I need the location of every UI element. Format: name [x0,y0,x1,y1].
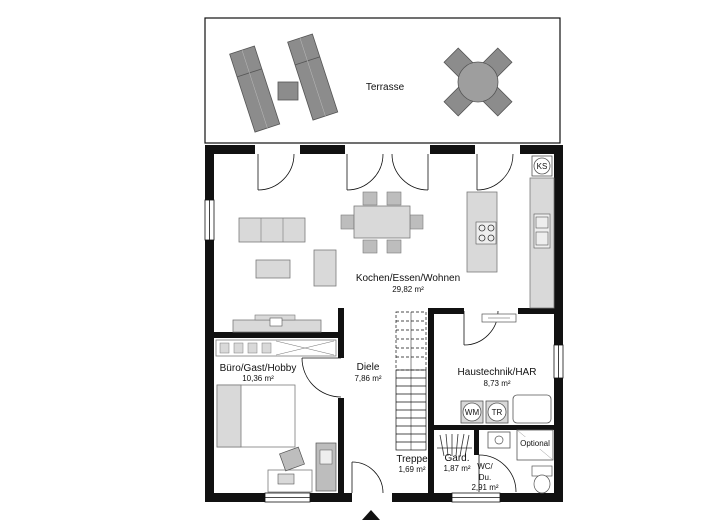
tr-label: TR [492,408,503,417]
desk-with-chair [267,446,313,493]
optional-shower: Optional [516,429,554,461]
wardrobe-area: 1,87 m² [443,464,470,473]
entrance-arrow-icon [362,510,380,520]
stairs-area: 1,69 m² [398,465,425,474]
ks-label: KS [537,162,548,171]
office-area: 10,36 m² [242,374,274,383]
coffee-table [255,259,291,279]
office-shelf [215,339,337,357]
office-name: Büro/Gast/Hobby [220,363,297,374]
hall-name: Diele [357,362,380,373]
sun-lounger-right [287,33,339,121]
sideboard [232,314,322,333]
side-table [277,81,299,101]
dryer-tr: TR [485,400,509,424]
round-table-with-chairs [443,47,513,117]
sun-lounger-left [229,45,281,133]
washing-machine-wm: WM [460,400,484,424]
wm-label: WM [465,408,480,417]
sofa [238,217,306,243]
fridge-ks: KS [531,155,553,177]
wardrobe-rail [437,433,472,457]
interior-walls [214,308,563,493]
wc-sink [487,431,511,449]
wc-name: WC/ [477,462,493,471]
wc-name2: Du. [479,473,491,482]
water-tank [512,394,552,424]
bed [216,384,296,448]
wardrobe-name: Gard. [444,453,469,464]
outer-walls [205,145,563,502]
technic-name: Haustechnik/HAR [458,367,537,378]
optional-label: Optional [520,439,550,448]
technic-area: 8,73 m² [483,379,510,388]
kitchen-island-with-hob [466,191,498,273]
armchair [313,249,337,287]
living-area: 29,82 m² [392,285,424,294]
toilet [531,465,553,494]
windows [204,199,564,503]
terrace-label: Terrasse [366,82,405,93]
hall-area: 7,86 m² [354,374,381,383]
staircase [395,311,427,451]
living-name: Kochen/Essen/Wohnen [356,273,460,284]
stairs-name: Treppe [396,454,428,465]
kitchen-counter [529,177,555,309]
technic-panel [481,313,517,323]
wc-area: 2,91 m² [471,483,498,492]
office-cabinet [315,442,337,492]
dining-table-with-chairs [340,191,424,254]
terrace-doors [257,153,514,191]
